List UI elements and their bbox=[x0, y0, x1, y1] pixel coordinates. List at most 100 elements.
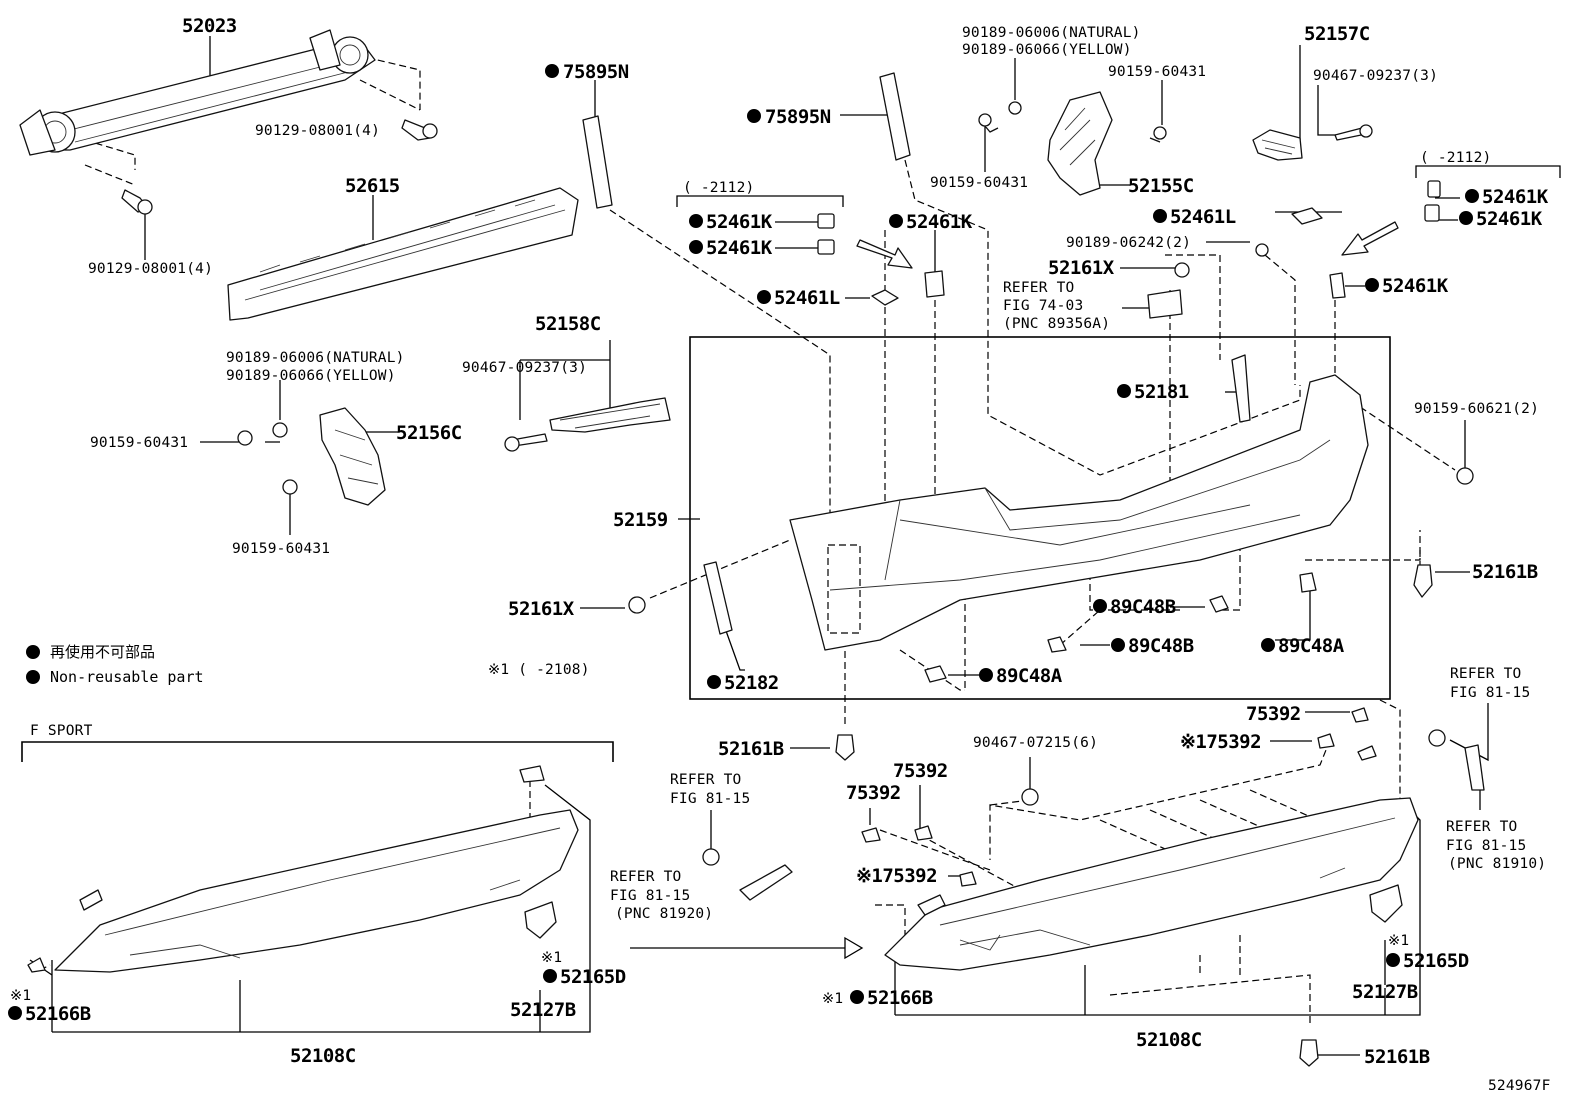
bracket-52127b-right bbox=[1369, 884, 1403, 923]
label-52127b-a: 52127B bbox=[510, 999, 576, 1021]
clip-52161b-bottom bbox=[1299, 1039, 1319, 1067]
label-90159-60621: 90159-60621(2) bbox=[1414, 401, 1539, 417]
label-89c48a-b: 89C48A bbox=[996, 665, 1063, 687]
range-bracket-b bbox=[1415, 165, 1561, 178]
label-52461k-3: 52461K bbox=[906, 211, 973, 233]
clip-90159-left-b bbox=[282, 479, 298, 495]
view-arrow-right bbox=[1341, 221, 1399, 256]
nonreusable-dot bbox=[545, 64, 559, 78]
label-52127b-b: 52127B bbox=[1352, 981, 1418, 1003]
label-52158c: 52158C bbox=[535, 313, 601, 335]
reflector-81920 bbox=[739, 864, 793, 901]
label-90189-natural-a: 90189-06006(NATURAL) bbox=[962, 25, 1141, 41]
mark-1-std-right: ※1 bbox=[1388, 933, 1409, 949]
nonreusable-dot bbox=[689, 214, 703, 228]
nonreusable-dot bbox=[1153, 209, 1167, 223]
fsport-trim-left bbox=[27, 957, 46, 973]
pad-52461k-6 bbox=[1329, 272, 1346, 299]
nonreusable-dot bbox=[543, 969, 557, 983]
main-bumper-frame bbox=[689, 336, 1391, 700]
nonreusable-dot bbox=[8, 1006, 22, 1020]
energy-absorber bbox=[227, 187, 579, 321]
label-52461k-2: 52461K bbox=[706, 237, 773, 259]
ref-fig81c-line1: REFER TO bbox=[1450, 666, 1521, 682]
nonreusable-dot bbox=[1111, 638, 1125, 652]
label-52156c: 52156C bbox=[396, 422, 462, 444]
label-52615: 52615 bbox=[345, 175, 400, 197]
label-90159-60431-c: 90159-60431 bbox=[90, 435, 188, 451]
label-52161x-b: 52161X bbox=[508, 598, 575, 620]
lower-bumper-standard bbox=[884, 797, 1419, 971]
panel-89356a bbox=[1147, 289, 1183, 319]
fsport-clip-top bbox=[519, 765, 545, 783]
view-arrow-left bbox=[856, 239, 913, 269]
clip-89c48a-a bbox=[1299, 572, 1317, 593]
strip-75895n-left bbox=[582, 115, 613, 209]
label-89c48b-a: 89C48B bbox=[1110, 596, 1176, 618]
legend-dot-en bbox=[26, 670, 40, 684]
clip-75392-c bbox=[914, 825, 933, 841]
strip-52181 bbox=[1231, 354, 1251, 423]
label-90189-natural-b: 90189-06006(NATURAL) bbox=[226, 350, 405, 366]
label-52165d-a: 52165D bbox=[560, 966, 626, 988]
label-52161b-c: 52161B bbox=[1364, 1046, 1430, 1068]
legend-jp: 再使用不可部品 bbox=[50, 643, 155, 661]
bracket-52156c bbox=[319, 407, 386, 506]
ref-fig81b-line2: FIG 81-15 bbox=[610, 888, 690, 904]
ref-fig81a-line1: REFER TO bbox=[670, 772, 741, 788]
legend-en: Non-reusable part bbox=[50, 668, 204, 686]
bracket-52155c bbox=[1047, 91, 1113, 196]
legend-dot-jp bbox=[26, 645, 40, 659]
range-label-b: ( -2112) bbox=[1420, 150, 1491, 166]
label-89c48b-b: 89C48B bbox=[1128, 635, 1194, 657]
nonreusable-dot bbox=[689, 240, 703, 254]
nonreusable-dot bbox=[757, 290, 771, 304]
ref-fig81d-line2: FIG 81-15 bbox=[1446, 838, 1526, 854]
clip-52166b-right bbox=[917, 894, 946, 916]
ref-fig81a-line2: FIG 81-15 bbox=[670, 791, 750, 807]
ref-fig81d-line1: REFER TO bbox=[1446, 819, 1517, 835]
rear-reinforcement-beam bbox=[19, 29, 376, 156]
label-75895n-a: 75895N bbox=[563, 61, 629, 83]
label-90129-a: 90129-08001(4) bbox=[255, 123, 380, 139]
mark-1-fsport-left: ※1 bbox=[10, 988, 31, 1004]
clip-89c48b-a bbox=[1209, 595, 1229, 613]
label-52155c: 52155C bbox=[1128, 175, 1194, 197]
nut-90189-top bbox=[1008, 101, 1022, 115]
nonreusable-dot bbox=[747, 109, 761, 123]
label-90189-yellow-b: 90189-06066(YELLOW) bbox=[226, 368, 396, 384]
label-52461k-6: 52461K bbox=[1382, 275, 1449, 297]
clip-90159-left-a bbox=[237, 430, 253, 446]
label-52461k-1: 52461K bbox=[706, 211, 773, 233]
label-90159-60431-a: 90159-60431 bbox=[1108, 64, 1206, 80]
label-52161x-a: 52161X bbox=[1048, 257, 1115, 279]
nonreusable-dot bbox=[707, 675, 721, 689]
label-52159: 52159 bbox=[613, 509, 668, 531]
label-75392-c: 75392 bbox=[893, 760, 948, 782]
label-52161b-b: 52161B bbox=[718, 738, 784, 760]
label-75392-a: 75392 bbox=[1246, 703, 1301, 725]
label-52108c-b: 52108C bbox=[1136, 1029, 1202, 1051]
ref-fig81c-line2: FIG 81-15 bbox=[1450, 685, 1530, 701]
rear-bumper-cover bbox=[789, 374, 1369, 651]
label-90189-06242: 90189-06242(2) bbox=[1066, 235, 1191, 251]
clip-90159-60621 bbox=[1456, 467, 1474, 485]
ref-fig74-line3: (PNC 89356A) bbox=[1003, 316, 1110, 332]
label-52023: 52023 bbox=[182, 15, 237, 37]
bracket-52157c bbox=[1252, 129, 1303, 161]
range-bracket-a bbox=[676, 195, 844, 207]
label-90159-60431-d: 90159-60431 bbox=[232, 541, 330, 557]
label-90467-b: 90467-09237(3) bbox=[462, 360, 587, 376]
label-52461k-4: 52461K bbox=[1482, 186, 1549, 208]
ref-fig81b-line1: REFER TO bbox=[610, 869, 681, 885]
pad-52461k-1 bbox=[817, 213, 835, 229]
nut-90189-left bbox=[272, 422, 288, 438]
clip-90159-top-right bbox=[1149, 126, 1167, 143]
fsport-label: F SPORT bbox=[30, 723, 93, 739]
nonreusable-dot bbox=[889, 214, 903, 228]
bolt-90129-lower bbox=[121, 189, 153, 215]
fsport-clip-52166b bbox=[79, 889, 103, 911]
label-52157c: 52157C bbox=[1304, 23, 1370, 45]
clip-81910 bbox=[1428, 729, 1446, 747]
label-90467-07215: 90467-07215(6) bbox=[973, 735, 1098, 751]
